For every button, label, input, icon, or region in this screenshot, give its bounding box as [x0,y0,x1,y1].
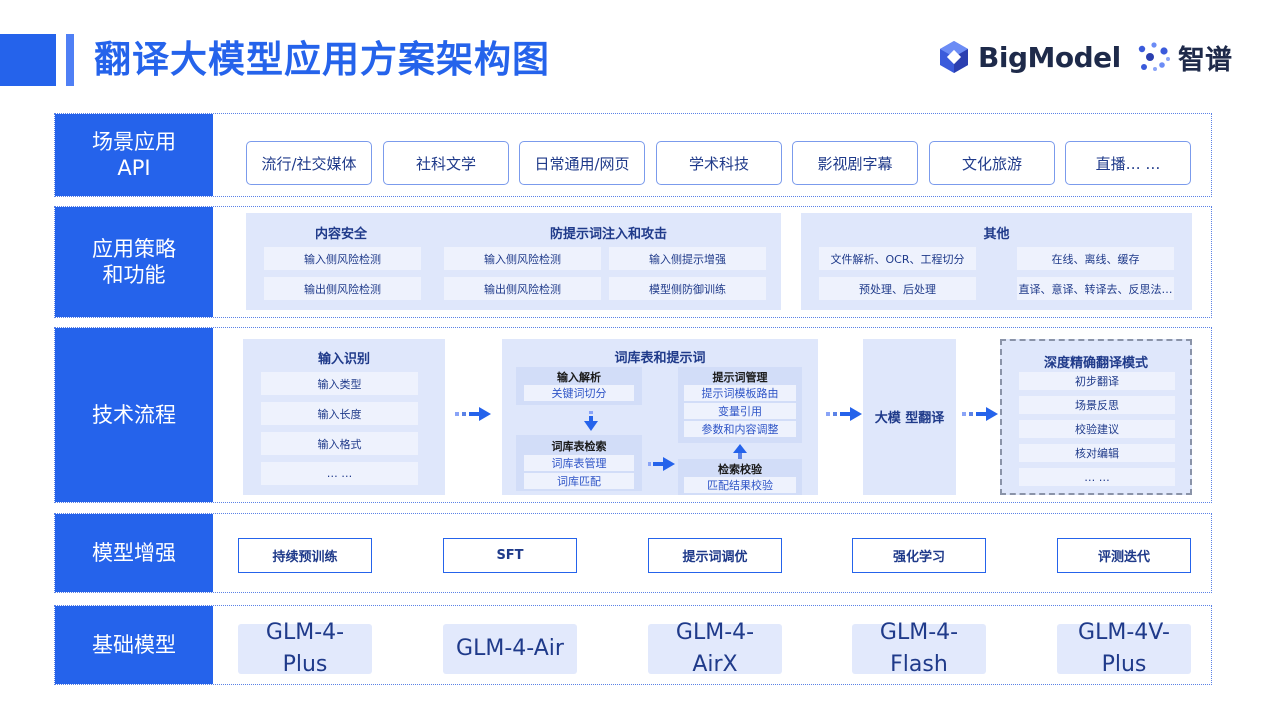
keyword-split: 关键词切分 [524,385,634,401]
enh-continual-pretrain: 持续预训练 [238,538,372,573]
other-translation-methods: 直译、意译、转译去、反思法… [1017,277,1174,300]
scenario-culture-travel: 文化旅游 [929,141,1055,185]
scenario-academic: 学术科技 [656,141,782,185]
injection-input-risk: 输入侧风险检测 [444,247,601,270]
header-accent-stripe [66,34,74,86]
prompt-mgmt-box: 提示词管理 提示词模板路由 变量引用 参数和内容调整 [678,367,802,443]
other-pre-post: 预处理、后处理 [819,277,976,300]
input-parse-title: 输入解析 [557,371,601,384]
panel-lexicon-prompt: 词库表和提示词 输入解析 关键词切分 词库表检索 词库表管理 词库匹配 提示词管… [502,339,818,495]
arrow-down-icon [584,411,598,431]
scenario-general-web: 日常通用/网页 [519,141,645,185]
model-glm4-air: GLM-4-Air [443,624,577,674]
row-label-strategy: 应用策略 和功能 [55,207,213,317]
lexicon-search-box: 词库表检索 词库表管理 词库匹配 [516,435,642,491]
bigmodel-logo-text: BigModel [978,40,1121,74]
arrow-right-icon [962,407,998,421]
page-title: 翻译大模型应用方案架构图 [94,38,550,81]
deep-mode-title: 深度精确翻译模式 [1043,356,1148,371]
model-glm4-flash: GLM-4- Flash [852,620,986,677]
other-online-offline: 在线、离线、缓存 [1017,247,1174,270]
input-more: … … [261,462,418,485]
input-parse-box: 输入解析 关键词切分 [516,367,642,405]
arrow-right-icon [455,407,491,421]
input-recognition-title: 输入识别 [317,352,370,367]
enh-rl: 强化学习 [852,538,986,573]
input-type: 输入类型 [261,372,418,395]
bigmodel-logo-icon [940,41,968,73]
panel-input-recognition: 输入识别 输入类型 输入长度 输入格式 … … [243,339,445,495]
zhipu-logo-text: 智谱 [1178,44,1232,76]
model-glm4v-plus: GLM-4V- Plus [1057,620,1191,677]
zhipu-logo: 智谱 [1136,38,1232,76]
retrieval-check-box: 检索校验 匹配结果校验 [678,459,802,495]
enh-sft: SFT [443,538,577,573]
panel-other: 其他 文件解析、OCR、工程切分 在线、离线、缓存 预处理、后处理 直译、意译、… [801,213,1192,310]
initial-translate: 初步翻译 [1019,372,1175,390]
param-content-adjust: 参数和内容调整 [684,421,796,437]
injection-input-enhance: 输入侧提示增强 [609,247,766,270]
safety-input-risk: 输入侧风险检测 [264,247,421,270]
injection-model-defense: 模型侧防御训练 [609,277,766,300]
scene-reflection: 场景反思 [1019,396,1175,414]
row-strategy: 应用策略 和功能 内容安全 防提示词注入和攻击 输入侧风险检测 输出侧风险检测 … [54,206,1212,318]
panel-deep-mode: 深度精确翻译模式 初步翻译 场景反思 校验建议 核对编辑 … … [1000,339,1192,495]
lexicon-match: 词库匹配 [524,473,634,489]
row-label-enhancement: 模型增强 [55,514,213,592]
prompt-template-route: 提示词模板路由 [684,385,796,401]
retrieval-check-title: 检索校验 [718,463,762,476]
row-label-tech-flow: 技术流程 [55,328,213,502]
content-safety-title: 内容安全 [314,227,367,242]
check-advice: 校验建议 [1019,420,1175,438]
scenario-live: 直播… … [1065,141,1191,185]
arrow-right-icon [648,457,675,471]
other-file-parse: 文件解析、OCR、工程切分 [819,247,976,270]
input-length: 输入长度 [261,402,418,425]
deep-more: … … [1019,468,1175,486]
prompt-mgmt-title: 提示词管理 [712,371,768,384]
header-accent-block [0,34,56,86]
row-base-models: 基础模型 GLM-4- Plus GLM-4-Air GLM-4- AirX G… [54,605,1212,685]
lexicon-search-title: 词库表检索 [551,440,607,453]
enh-eval-iterate: 评测迭代 [1057,538,1191,573]
row-tech-flow: 技术流程 输入识别 输入类型 输入长度 输入格式 … … 词库表和提示词 输入解… [54,327,1212,503]
model-glm4-airx: GLM-4- AirX [648,620,782,677]
scenario-subtitles: 影视剧字幕 [792,141,918,185]
row-label-scenario: 场景应用 API [55,114,213,196]
anti-injection-title: 防提示词注入和攻击 [549,227,667,242]
bigmodel-logo: BigModel [938,38,1121,76]
panel-llm-translate: 大模 型翻译 [863,339,956,495]
lexicon-manage: 词库表管理 [524,455,634,471]
verify-edit: 核对编辑 [1019,444,1175,462]
scenario-social-media: 流行/社交媒体 [246,141,372,185]
safety-output-risk: 输出侧风险检测 [264,277,421,300]
row-label-base: 基础模型 [55,606,213,684]
panel-safety-injection: 内容安全 防提示词注入和攻击 输入侧风险检测 输出侧风险检测 输入侧风险检测 输… [246,213,781,310]
scenario-social-science: 社科文学 [383,141,509,185]
lexicon-title: 词库表和提示词 [614,351,706,366]
arrow-up-icon [733,444,747,459]
row-scenario-api: 场景应用 API 流行/社交媒体 社科文学 日常通用/网页 学术科技 影视剧字幕… [54,113,1212,197]
zhipu-logo-icon [1138,42,1170,71]
arrow-right-icon [826,407,862,421]
input-format: 输入格式 [261,432,418,455]
enh-prompt-tuning: 提示词调优 [648,538,782,573]
model-glm4-plus: GLM-4- Plus [238,620,372,677]
variable-reference: 变量引用 [684,403,796,419]
row-model-enhancement: 模型增强 持续预训练 SFT 提示词调优 强化学习 评测迭代 [54,513,1212,593]
llm-translate-title: 大模 型翻译 [874,411,945,426]
match-result-check: 匹配结果校验 [684,477,796,493]
injection-output-risk: 输出侧风险检测 [444,277,601,300]
other-title: 其他 [983,227,1010,242]
